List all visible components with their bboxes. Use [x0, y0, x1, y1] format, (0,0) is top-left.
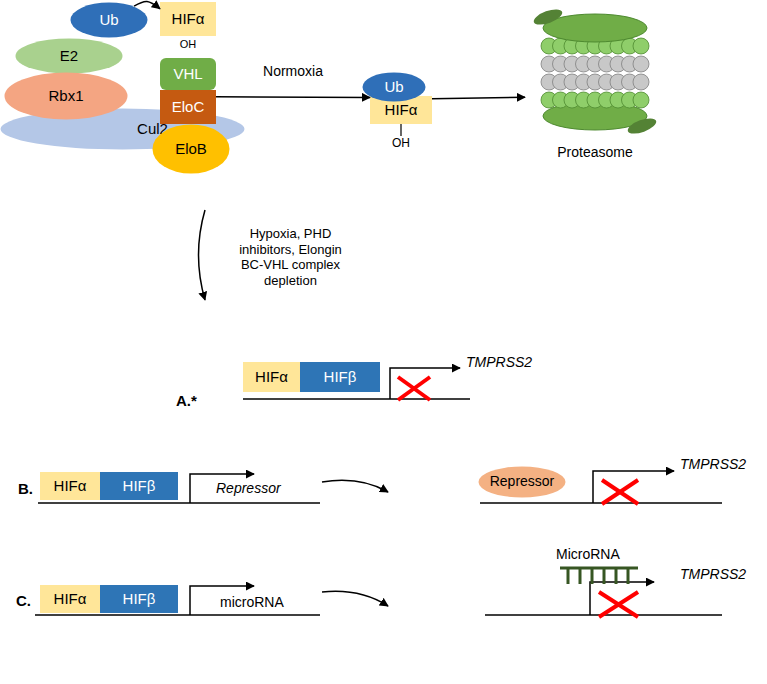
- block-cross: [398, 377, 430, 400]
- proteasome-ear: [532, 6, 564, 28]
- hydroxyl-label: OH: [176, 38, 200, 51]
- protein-box: HIFα: [40, 585, 100, 613]
- oval-shape: [153, 125, 230, 174]
- gene-name: TMPRSS2: [680, 456, 760, 473]
- gene-name: TMPRSS2: [680, 566, 760, 583]
- protein-box: HIFβ: [300, 362, 380, 392]
- edge-label: Normoxia: [243, 63, 343, 79]
- proteasome-node: Proteasome: [525, 0, 665, 162]
- process-arrow: [322, 480, 388, 492]
- protein-box: HIFβ: [100, 585, 178, 613]
- hydroxyl-label: OH: [388, 136, 414, 150]
- process-arrow: [322, 591, 388, 606]
- dna-line: [243, 398, 470, 400]
- oval-shape: [479, 467, 566, 498]
- node-text: HIFα: [54, 591, 87, 608]
- ubiquitin-oval: Ub: [362, 72, 426, 102]
- oval-shape: [5, 73, 128, 120]
- condition-arrow: [199, 210, 206, 300]
- node-text: E2: [60, 48, 78, 65]
- gene-name: Repressor: [216, 480, 306, 497]
- promoter-arrow: [390, 368, 460, 399]
- node-text: EloC: [172, 99, 205, 116]
- protein-oval: Rbx1: [4, 72, 128, 120]
- node-text: Repressor: [490, 474, 555, 489]
- reaction-arrow: [134, 1, 160, 8]
- protein-box: HIFβ: [100, 472, 178, 500]
- gene-name: TMPRSS2: [466, 354, 546, 371]
- promoter-arrow: [590, 582, 654, 615]
- node-text: HIFβ: [123, 591, 156, 608]
- oval-shape: [363, 73, 426, 102]
- proteasome-cap: [543, 14, 647, 42]
- node-text: HIFα: [54, 478, 87, 495]
- panel-letter: A.*: [176, 392, 216, 410]
- protein-box: HIFα: [243, 362, 300, 392]
- node-text: HIFβ: [324, 369, 357, 386]
- enzyme-oval: E2: [15, 38, 123, 74]
- reaction-arrow: [432, 97, 525, 99]
- proteasome-ring: [541, 92, 649, 108]
- hydroxyl-bond: [400, 124, 401, 136]
- oval-shape: [71, 3, 148, 38]
- panel-letter: B.: [18, 480, 48, 498]
- protein-box: HIFα: [40, 472, 100, 500]
- oval-shape: [16, 39, 123, 74]
- proteasome-ring: [541, 56, 649, 90]
- node-text: EloB: [175, 141, 207, 158]
- repressor-oval: Repressor: [478, 466, 566, 498]
- node-text: HIFα: [255, 369, 288, 386]
- node-text: HIFα: [385, 102, 418, 119]
- ubiquitin-oval: Ub: [70, 2, 148, 38]
- dna-line: [35, 614, 320, 616]
- promoter-arrow: [593, 471, 674, 503]
- protein-box: HIFα: [160, 2, 216, 36]
- block-cross: [599, 592, 638, 617]
- microrna-comb: [560, 568, 638, 584]
- dna-line: [38, 502, 320, 504]
- node-text: HIFα: [172, 11, 205, 28]
- node-text: Ub: [99, 12, 118, 29]
- proteasome-illustration: [532, 6, 658, 137]
- node-text: VHL: [173, 66, 202, 83]
- node-text: Proteasome: [557, 145, 632, 160]
- node-text: Rbx1: [48, 88, 83, 105]
- condition-text: Hypoxia, PHD inhibitors, Elongin BC-VHL …: [228, 226, 353, 288]
- protein-box: VHL: [160, 58, 216, 90]
- panel-letter: C.: [16, 592, 46, 610]
- block-cross: [602, 480, 638, 504]
- rna-name: MicroRNA: [556, 546, 646, 563]
- gene-name: microRNA: [220, 594, 310, 611]
- reaction-arrow: [216, 96, 370, 98]
- node-text: HIFβ: [123, 478, 156, 495]
- protein-oval: EloB: [152, 124, 230, 174]
- node-text: Ub: [384, 79, 403, 96]
- proteasome-ear: [626, 115, 658, 137]
- protein-box: EloC: [160, 90, 216, 124]
